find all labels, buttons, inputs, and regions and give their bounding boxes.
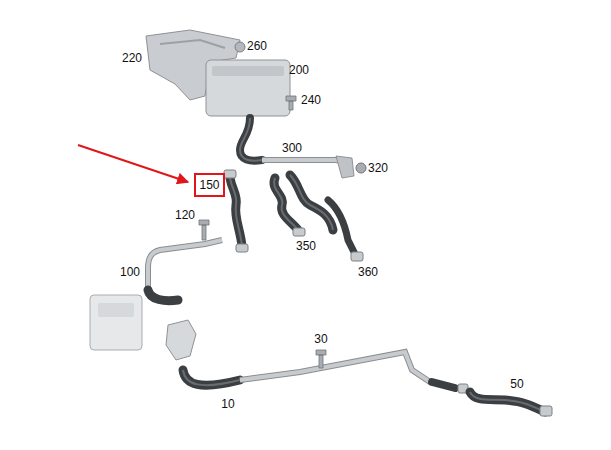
callout-number: 240 bbox=[301, 93, 321, 107]
callout-number: 220 bbox=[122, 51, 142, 65]
callout-number: 150 bbox=[199, 178, 219, 192]
hose-connector bbox=[224, 170, 236, 178]
hose-connector bbox=[540, 406, 552, 416]
callout-number: 30 bbox=[314, 332, 327, 346]
callout-number: 320 bbox=[368, 161, 388, 175]
callout-number: 300 bbox=[282, 141, 302, 155]
hose-highlight bbox=[230, 178, 242, 246]
callout-number: 120 bbox=[175, 208, 195, 222]
control-module bbox=[206, 60, 290, 116]
hose bbox=[240, 118, 262, 161]
pump-module-detail bbox=[98, 303, 134, 317]
callout-number: 260 bbox=[247, 39, 267, 53]
pipe-outline bbox=[240, 352, 430, 382]
bolt bbox=[316, 350, 326, 368]
hose-highlight bbox=[470, 392, 545, 412]
nut bbox=[235, 42, 245, 52]
callout-number: 200 bbox=[289, 63, 309, 77]
hose bbox=[470, 392, 545, 412]
hose bbox=[432, 382, 455, 388]
bracket-rib bbox=[160, 40, 225, 48]
bolt bbox=[199, 220, 209, 240]
callout-number: 350 bbox=[296, 239, 316, 253]
bolt bbox=[286, 96, 296, 110]
callout-number: 100 bbox=[120, 265, 140, 279]
pump-module bbox=[90, 295, 142, 350]
pointer-arrow bbox=[78, 145, 188, 182]
hose bbox=[148, 290, 178, 301]
callout-number: 50 bbox=[510, 377, 523, 391]
hose-connector bbox=[351, 252, 363, 261]
callout-number: 10 bbox=[221, 397, 234, 411]
hose-highlight bbox=[240, 118, 262, 161]
pipe-clip bbox=[336, 156, 354, 178]
hose bbox=[183, 370, 240, 385]
module-top bbox=[212, 66, 284, 76]
hose-highlight bbox=[183, 370, 240, 385]
bolt bbox=[356, 163, 366, 173]
hose bbox=[328, 200, 356, 256]
hose bbox=[230, 178, 242, 246]
pipe bbox=[262, 160, 345, 172]
pipe-outline bbox=[262, 160, 345, 172]
highlight-box: 150 bbox=[194, 173, 225, 197]
callout-number: 360 bbox=[358, 265, 378, 279]
hose-connector bbox=[293, 228, 305, 236]
hose-highlight bbox=[274, 178, 298, 230]
pipe-outline bbox=[148, 240, 222, 290]
pipe bbox=[148, 240, 222, 290]
valve bbox=[166, 320, 196, 360]
pipe bbox=[240, 352, 430, 382]
hose-connector bbox=[236, 244, 248, 252]
